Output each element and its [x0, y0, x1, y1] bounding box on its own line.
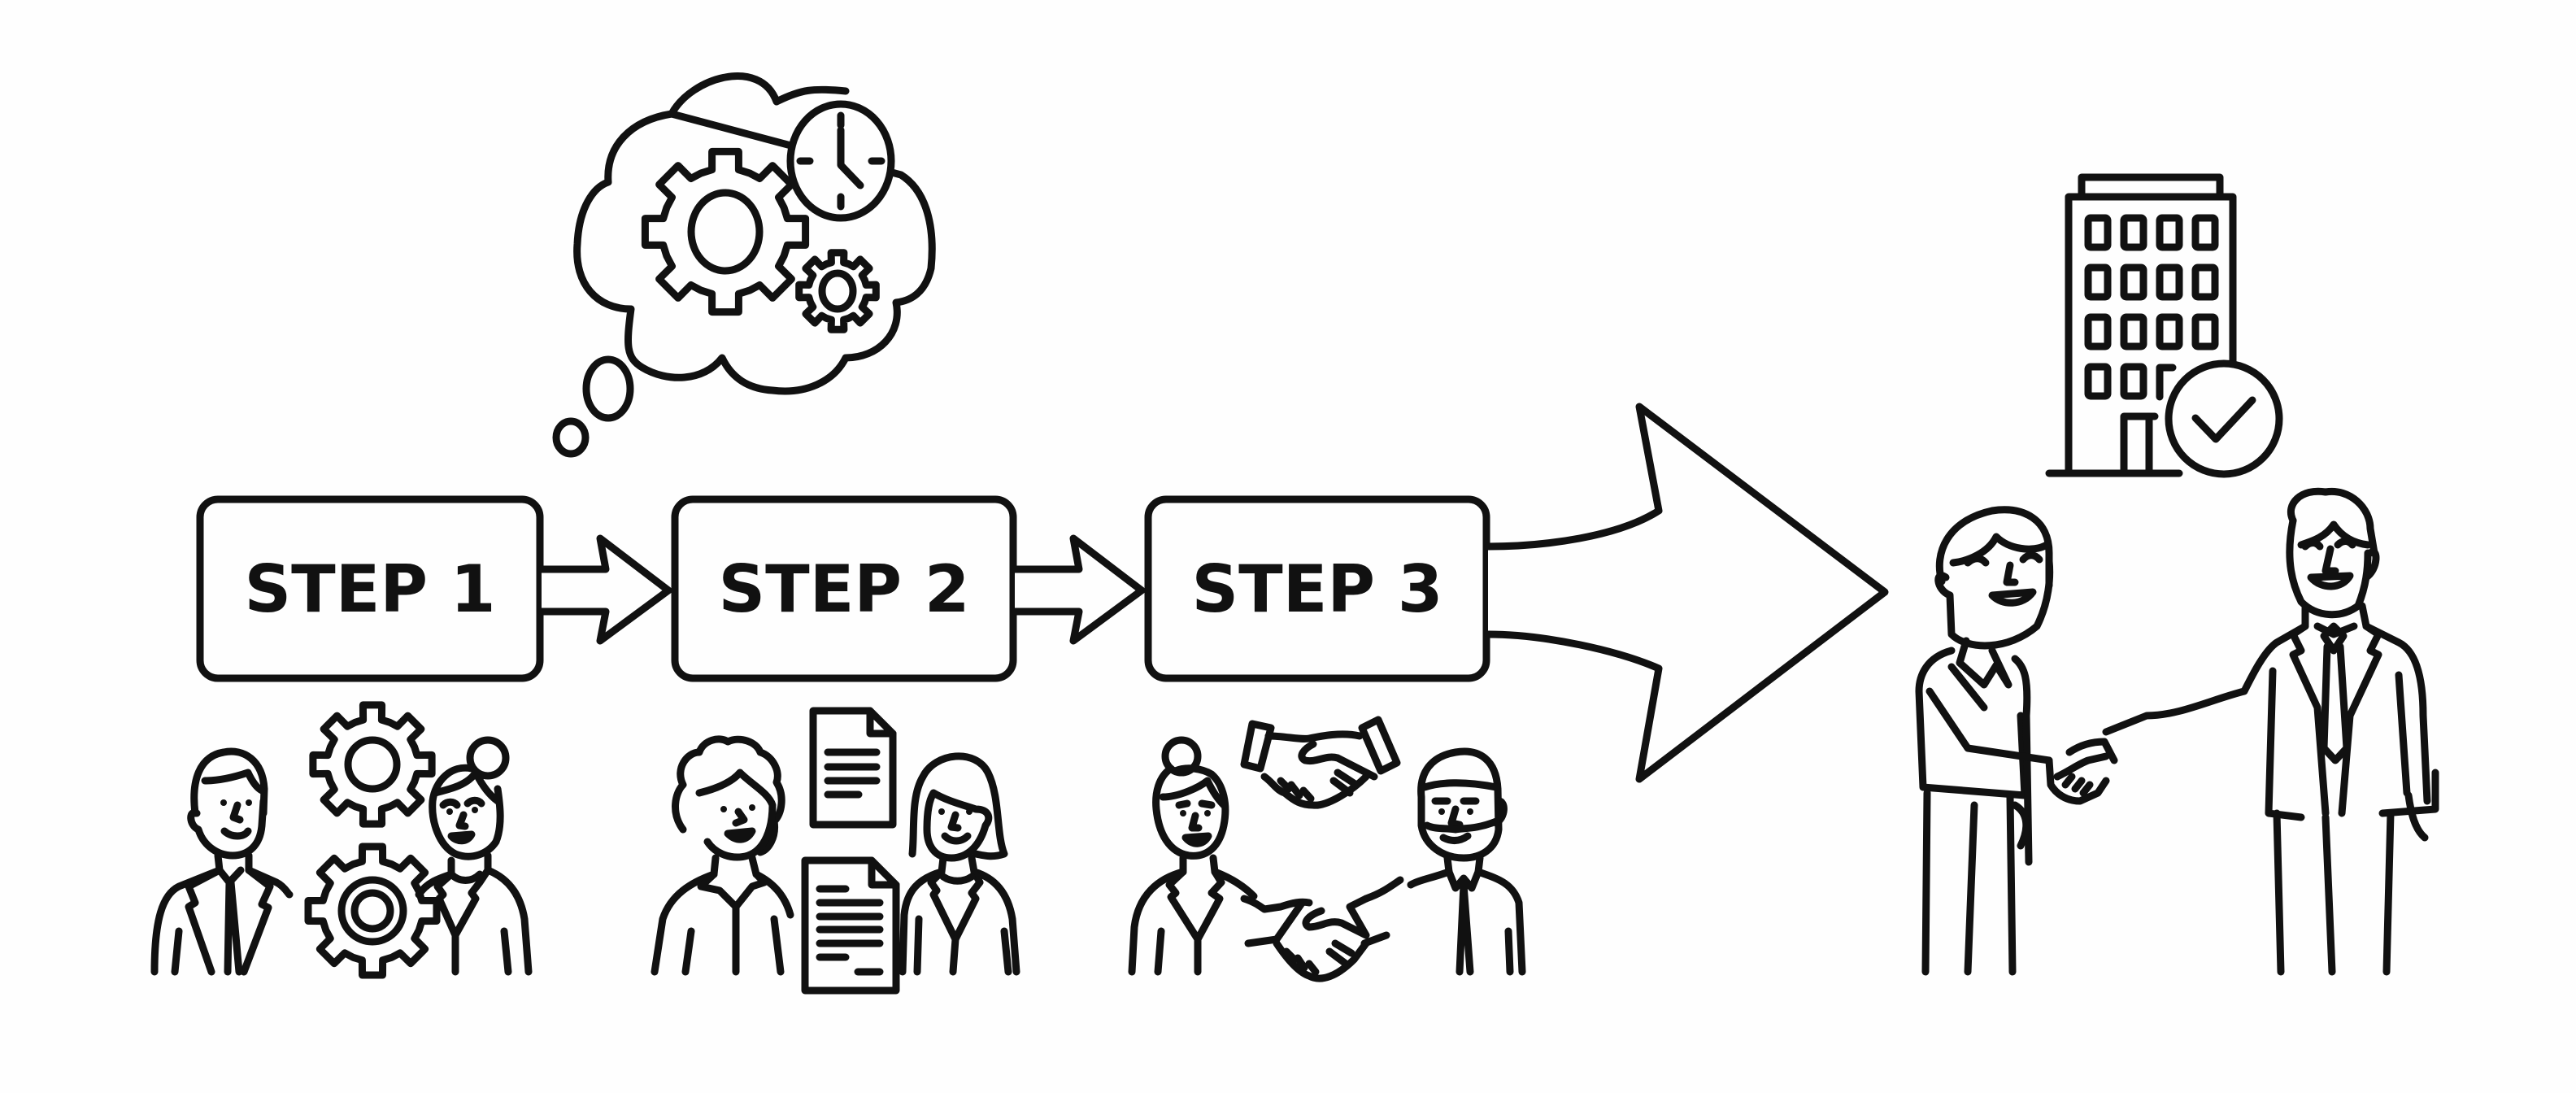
outcome-handshake-scene	[1915, 487, 2439, 976]
checkmark-circle-icon	[2165, 359, 2283, 478]
building-window	[2156, 313, 2183, 351]
building-window	[2120, 363, 2147, 400]
big-arrow-to-outcome	[1484, 403, 1889, 783]
thought-bubble-small	[552, 417, 590, 458]
person-right-suit	[2102, 487, 2439, 976]
curly-haired-woman	[651, 735, 794, 976]
building-window	[2120, 263, 2147, 301]
person-left-sweater	[1915, 506, 2054, 976]
gear-bottom-icon	[304, 843, 441, 979]
thought-cloud	[552, 72, 936, 458]
building-window	[2120, 313, 2147, 351]
handshake-icon	[1240, 716, 1401, 809]
building-window	[2156, 364, 2177, 401]
step-3-label: STEP 3	[1192, 551, 1443, 627]
step-2-label: STEP 2	[719, 551, 970, 627]
businessman-step1	[150, 747, 294, 976]
building-window	[2191, 263, 2219, 301]
clock-icon	[786, 100, 895, 222]
handshake-icon-outcome	[2045, 738, 2118, 805]
building-window	[2084, 214, 2112, 251]
building-window	[2084, 263, 2112, 301]
building-window	[2156, 263, 2183, 301]
document-top-icon	[809, 707, 897, 829]
document-bottom-icon	[801, 856, 900, 995]
building-window	[2191, 313, 2219, 351]
building-window	[2156, 214, 2183, 251]
businesswoman-step3	[1128, 736, 1258, 976]
clock-hands	[837, 126, 864, 189]
step-2-box: STEP 2	[671, 495, 1017, 682]
step-1-label: STEP 1	[245, 551, 496, 627]
step-3-box: STEP 3	[1144, 495, 1490, 682]
curly-hair	[672, 735, 785, 856]
handshake-bottom-icon	[1240, 876, 1404, 982]
businesswoman-step1	[415, 736, 533, 976]
small-gear-icon	[795, 249, 880, 333]
large-gear-icon	[641, 147, 810, 316]
bearded-man	[1407, 747, 1526, 976]
gears-icon	[304, 701, 441, 979]
cloud-outline	[573, 72, 936, 395]
arrow-step1-to-step2	[537, 534, 672, 645]
step-3-group	[1128, 716, 1526, 982]
building-window	[2084, 363, 2112, 400]
building-windows	[2084, 214, 2219, 401]
gear-top-icon	[309, 701, 436, 828]
arrow-step2-to-step3	[1011, 534, 1146, 645]
building-window	[2191, 214, 2219, 251]
building-window	[2120, 214, 2147, 251]
woman-in-blazer	[899, 752, 1020, 976]
thought-bubble-large	[582, 355, 634, 422]
step-1-box: STEP 1	[196, 495, 544, 682]
documents-icon	[801, 707, 900, 995]
step-1-group	[150, 701, 533, 979]
step-2-group	[651, 707, 1020, 995]
building-door	[2120, 412, 2159, 477]
office-building-icon	[2045, 173, 2237, 477]
building-window	[2084, 313, 2112, 351]
